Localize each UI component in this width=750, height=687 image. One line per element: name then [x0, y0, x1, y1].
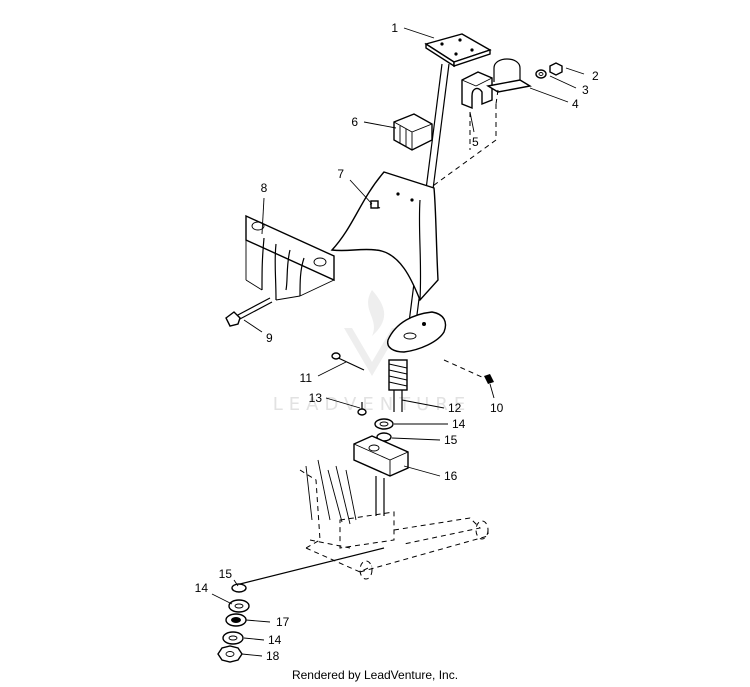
assembly-line: [443, 359, 485, 379]
part-3-washer: [535, 69, 547, 79]
part-15-o-ring-lower: [231, 583, 247, 593]
callout-18: 18: [266, 649, 280, 663]
callout-10: 10: [490, 401, 504, 415]
callout-15-upper: 15: [444, 433, 458, 447]
part-18-castle-nut: [217, 645, 243, 663]
callout-13: 13: [309, 391, 323, 405]
part-8-bracket: [245, 214, 335, 301]
part-14-washer-lower-2: [222, 631, 244, 645]
callout-labels: 1 2 3 4 5 6 7 8 9 10 11 12 13 14 15 16 1…: [195, 21, 599, 663]
assembly-line: [239, 547, 385, 585]
part-7-screw: [369, 200, 381, 209]
callout-16: 16: [444, 469, 458, 483]
callout-9: 9: [266, 331, 273, 345]
callout-2: 2: [592, 69, 599, 83]
callout-6: 6: [351, 115, 358, 129]
part-12-spring: [388, 359, 408, 412]
part-17-bearing: [225, 613, 247, 627]
part-16-steering-arm: [353, 435, 409, 516]
callout-1: 1: [391, 21, 398, 35]
assembly-line: [429, 104, 497, 189]
callout-3: 3: [582, 83, 589, 97]
watermark-text: LEADVENTURE: [273, 394, 471, 415]
callout-8: 8: [261, 181, 268, 195]
callout-15-lower: 15: [219, 567, 233, 581]
part-4-u-bolt: [486, 58, 532, 105]
watermark-v-icon: [344, 328, 400, 376]
callout-11: 11: [300, 371, 313, 385]
callout-7: 7: [337, 167, 344, 181]
part-5-clamp: [461, 71, 493, 110]
footer-credit: Rendered by LeadVenture, Inc.: [291, 668, 459, 682]
part-1-steering-shaft: [405, 33, 492, 347]
part-14-washer-upper: [374, 418, 394, 430]
callout-14-lower-2: 14: [268, 633, 282, 647]
part-10-clip: [484, 374, 494, 384]
callout-4: 4: [572, 97, 579, 111]
watermark: LEADVENTURE: [273, 290, 471, 415]
lower-bracket: [387, 311, 447, 353]
watermark-flame-icon: [368, 290, 385, 336]
callout-17: 17: [276, 615, 290, 629]
callout-14-lower-1: 14: [195, 581, 209, 595]
part-14-washer-lower-1: [228, 599, 250, 613]
steering-cover: [330, 171, 439, 302]
part-11-cotter-pin: [331, 352, 365, 371]
part-9-bolt: [225, 297, 273, 327]
part-2-nut: [549, 62, 563, 76]
callout-12: 12: [448, 401, 462, 415]
part-13-pin: [357, 402, 367, 416]
callout-5: 5: [472, 135, 479, 149]
part-6-bushing: [393, 113, 433, 151]
frame-outline: [299, 459, 489, 580]
callout-leaders: [211, 27, 585, 657]
callout-14-upper: 14: [452, 417, 466, 431]
